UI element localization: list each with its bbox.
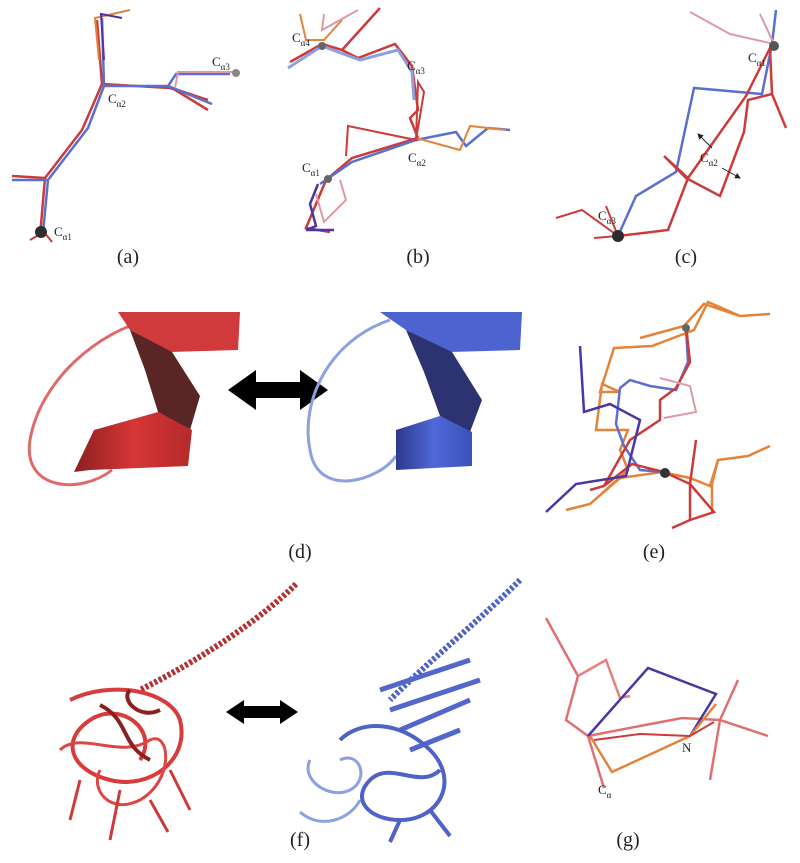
trace-blue-a (12, 17, 230, 234)
label-c-ca3: Cα3 (598, 208, 616, 226)
trace-blue-b (287, 44, 416, 101)
label-g-n: N (682, 740, 692, 755)
trace-pink2-b (320, 9, 359, 32)
trace-blue-e (614, 327, 690, 474)
panel-e-structure (545, 300, 771, 530)
atom-a-1 (35, 226, 47, 238)
atom-b-4 (318, 42, 326, 50)
label-c-ca1: Cα1 (748, 50, 766, 68)
ribbon-blue-top-d (380, 312, 522, 352)
trace-salmon-g (577, 658, 631, 700)
atom-c-3 (612, 230, 624, 242)
panel-g-structure (544, 617, 769, 789)
panel-label-g: (g) (616, 829, 639, 851)
panel-label-d: (d) (288, 541, 311, 563)
panel-d-double-arrow (228, 370, 328, 410)
panel-label-f: (f) (290, 829, 310, 851)
panel-a-structure (11, 9, 240, 243)
trace-red-e (589, 325, 717, 530)
panel-f-red-protein (58, 581, 299, 841)
ribbon-red-bot-d (74, 412, 192, 472)
trace-orange-e (565, 300, 771, 512)
panel-b-structure (287, 7, 511, 234)
globule-red-f-4 (68, 769, 192, 841)
atom-e-1 (682, 324, 690, 332)
trace-pink-g (544, 617, 769, 789)
ribbon-red-top-d (118, 312, 240, 352)
panel-d-blue-helix (306, 312, 522, 483)
globule-red-f-2 (58, 737, 168, 807)
trace-pink-b (315, 179, 348, 224)
panel-label-c: (c) (675, 246, 697, 268)
trace-blue-c (616, 9, 778, 237)
trace-orange-a (93, 9, 131, 61)
trace-purple-a (99, 12, 123, 61)
ribbon-red-mid-d (130, 330, 200, 430)
ribbon-blue-mid-d (406, 330, 482, 432)
trace-purple-b (305, 183, 334, 232)
trace-purple-g (587, 666, 718, 737)
sheet-blue-f-1 (379, 657, 481, 753)
label-a-ca2: Cα2 (108, 91, 126, 109)
panel-f-blue-protein (298, 577, 523, 843)
helix-red-f (138, 581, 299, 693)
trace-red3-b (345, 78, 426, 157)
trace-red-g (593, 721, 715, 741)
trace-purple-e (545, 345, 642, 513)
globule-red-f-3 (99, 688, 161, 762)
trace-orange-b (415, 124, 507, 152)
label-a-ca1: Cα1 (54, 224, 72, 242)
label-b-ca1: Cα1 (302, 160, 320, 178)
loop-blue-d (306, 318, 398, 483)
trace-orange-g (588, 703, 717, 774)
label-b-ca4: Cα4 (292, 30, 310, 48)
label-g-ca: Cα (598, 782, 612, 800)
arrow-c-1 (697, 133, 713, 149)
panel-c-structure (555, 9, 788, 242)
atom-a-3 (232, 69, 240, 77)
trace-pink-e (659, 377, 698, 419)
label-c-ca2: Cα2 (700, 150, 718, 168)
loop-red-d (27, 318, 151, 487)
atom-e-2 (660, 468, 670, 478)
globule-red-f-1 (69, 687, 184, 784)
trace-red-a (11, 19, 209, 237)
panel-f-double-arrow (226, 700, 298, 724)
panel-label-e: (e) (643, 541, 665, 563)
ribbon-blue-bot-d (396, 416, 472, 470)
panel-d-red-helix (27, 312, 240, 487)
label-b-ca2: Cα2 (408, 150, 426, 168)
trace-red-c (617, 43, 788, 238)
panel-label-b: (b) (406, 246, 429, 268)
label-a-ca3: Cα3 (212, 54, 230, 72)
arrow-c-2 (721, 167, 741, 179)
trace-pink-c (689, 11, 776, 46)
globule-blue-f-1 (298, 756, 363, 823)
atom-b-1 (324, 175, 332, 183)
trace-orange2-b (299, 13, 343, 41)
trace-pink-a (174, 71, 236, 89)
label-b-ca3: Cα3 (407, 58, 425, 76)
globule-blue-f-2 (338, 724, 452, 843)
helix-blue-f (387, 577, 523, 703)
panel-label-a: (a) (117, 246, 139, 268)
atom-c-1 (769, 41, 779, 51)
